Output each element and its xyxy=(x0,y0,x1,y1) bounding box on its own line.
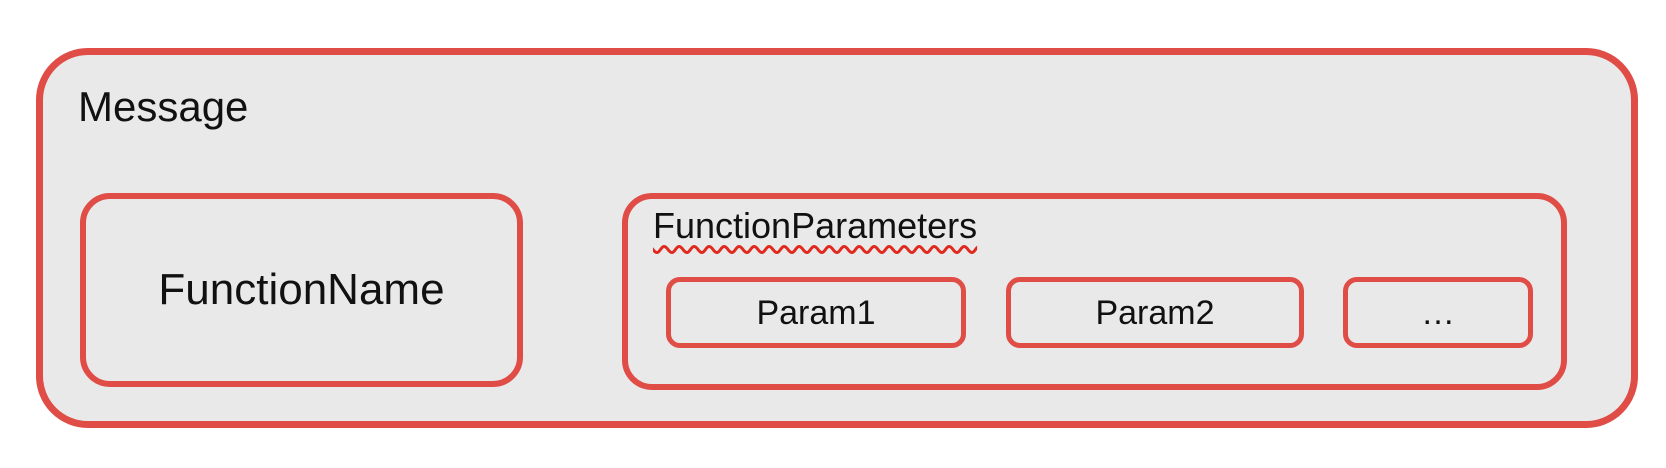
param-box-2: Param2 xyxy=(1006,277,1304,348)
function-name-label: FunctionName xyxy=(158,265,445,314)
function-parameters-box: FunctionParameters Param1 Param2 … xyxy=(622,193,1567,390)
param-ellipsis-label: … xyxy=(1421,293,1455,332)
param-1-label: Param1 xyxy=(756,293,876,332)
message-label: Message xyxy=(78,83,249,130)
message-container: Message FunctionName FunctionParameters … xyxy=(36,48,1638,428)
param-box-1: Param1 xyxy=(666,277,966,348)
function-name-box: FunctionName xyxy=(80,193,523,387)
function-parameters-label-text: FunctionParameters xyxy=(653,205,978,246)
param-box-ellipsis: … xyxy=(1343,277,1533,348)
param-2-label: Param2 xyxy=(1095,293,1215,332)
function-parameters-label: FunctionParameters xyxy=(653,203,977,248)
